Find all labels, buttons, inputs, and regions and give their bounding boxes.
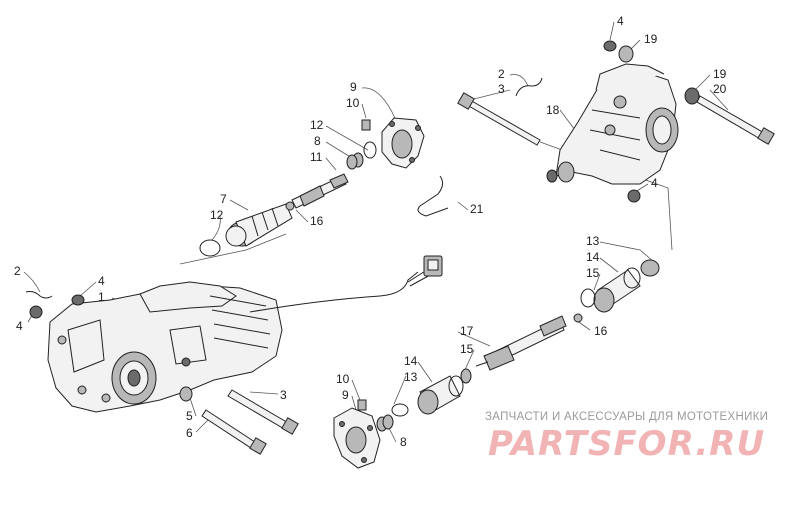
splined-shaft-top — [291, 173, 349, 209]
nuts-top — [603, 40, 641, 203]
callout-4: 4 — [617, 14, 624, 28]
callout-13: 13 — [586, 234, 600, 248]
callout-labels: 4 19 2 3 19 20 18 4 9 10 12 8 11 7 12 16… — [14, 14, 727, 449]
drive-shaft-bottom — [475, 315, 567, 371]
callout-3: 3 — [498, 82, 505, 96]
callout-3: 3 — [280, 388, 287, 402]
vent-hose-top — [515, 77, 543, 97]
callout-11: 11 — [310, 150, 323, 164]
callout-1: 1 — [98, 290, 105, 304]
callout-19: 19 — [644, 32, 658, 46]
gear-case-right — [546, 63, 679, 185]
callout-4: 4 — [651, 176, 658, 190]
callout-12: 12 — [210, 208, 224, 222]
callout-20: 20 — [713, 82, 727, 96]
cv-boot-bottom-right — [573, 259, 660, 323]
watermark-tagline: ЗАПЧАСТИ И АКСЕССУАРЫ ДЛЯ МОТОТЕХНИКИ — [485, 411, 769, 423]
callout-16: 16 — [310, 214, 324, 228]
output-flange-bottom — [333, 399, 394, 469]
callout-14: 14 — [586, 250, 600, 264]
wiring-harness — [249, 255, 443, 313]
callout-15: 15 — [460, 342, 474, 356]
callout-19: 19 — [713, 67, 727, 81]
callout-12: 12 — [310, 118, 324, 132]
callout-15: 15 — [586, 266, 600, 280]
seal-rings-top — [346, 141, 377, 170]
front-gear-case — [47, 281, 283, 413]
callout-9: 9 — [350, 80, 357, 94]
callout-4: 4 — [16, 319, 23, 333]
bolts-bottom — [179, 386, 299, 455]
callout-2: 2 — [14, 264, 21, 278]
output-flange-top — [361, 117, 425, 169]
callout-10: 10 — [336, 372, 350, 386]
callout-8: 8 — [314, 134, 321, 148]
callout-18: 18 — [546, 103, 560, 117]
callout-9: 9 — [342, 388, 349, 402]
callout-4: 4 — [98, 274, 105, 288]
callout-17: 17 — [460, 324, 474, 338]
callout-21: 21 — [470, 202, 484, 216]
callout-8: 8 — [400, 435, 407, 449]
callout-2: 2 — [498, 67, 505, 81]
long-bolt-right — [684, 87, 775, 145]
callout-10: 10 — [346, 96, 360, 110]
callout-13: 13 — [404, 370, 418, 384]
callout-5: 5 — [186, 409, 193, 423]
callout-6: 6 — [186, 426, 193, 440]
callout-7: 7 — [220, 192, 227, 206]
hose-clip — [417, 175, 449, 217]
watermark-logo: PARTSFOR.RU — [488, 424, 766, 464]
callout-16: 16 — [594, 324, 608, 338]
leader-lines — [23, 21, 729, 443]
callout-14: 14 — [404, 354, 418, 368]
long-bolt-top — [457, 92, 541, 146]
cv-boot-bottom-left — [391, 368, 472, 417]
left-small-parts — [25, 291, 85, 319]
cv-boot-top — [199, 201, 295, 257]
